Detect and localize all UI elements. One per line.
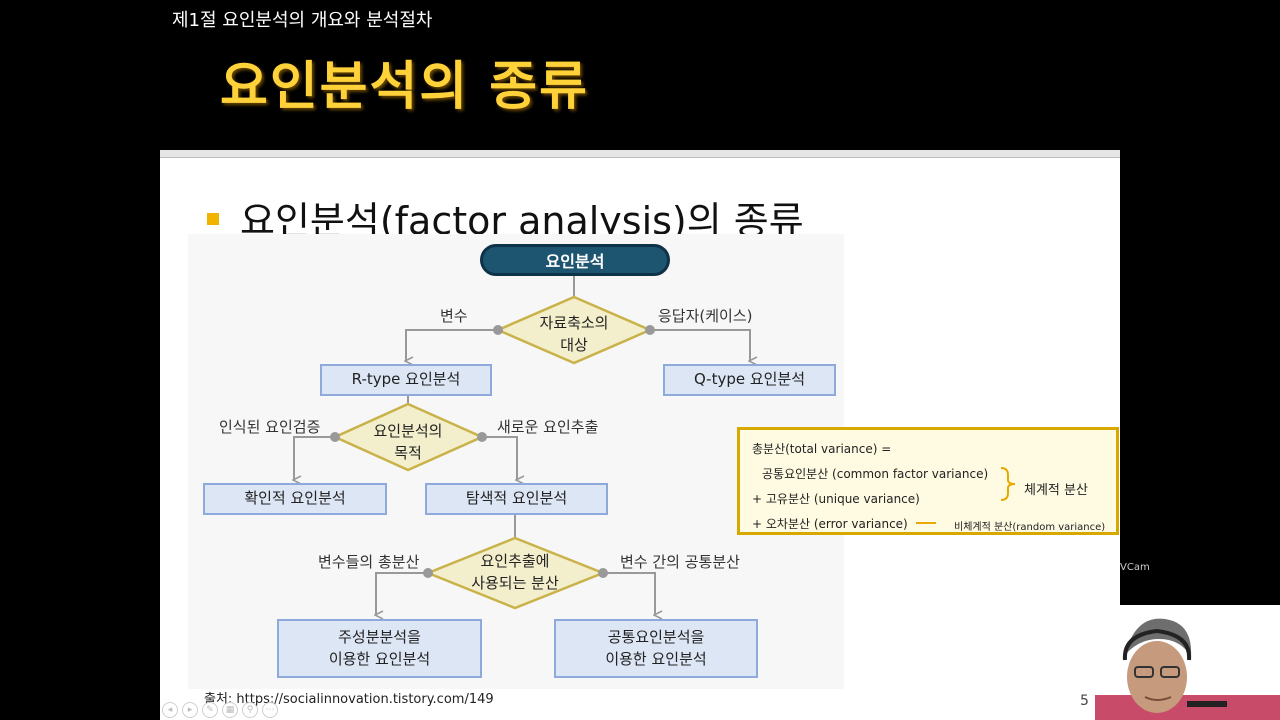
- edge-label-common-variance: 변수 간의 공통분산: [620, 553, 740, 571]
- common-factor-box: 공통요인분석을 이용한 요인분석: [554, 619, 758, 678]
- variance-line-common: 공통요인분산 (common factor variance): [762, 467, 989, 481]
- diamond1-label: 자료축소의 대상: [520, 313, 628, 357]
- random-dash: [916, 522, 936, 524]
- slide-toolbar: ◂ ▸ ✎ ▦ ⚲ ⋯: [162, 702, 278, 718]
- pca-box: 주성분분석을 이용한 요인분석: [277, 619, 482, 678]
- variance-line-total: 총분산(total variance) =: [752, 442, 892, 456]
- variance-box: 총분산(total variance) = 공통요인분산 (common fac…: [737, 427, 1119, 535]
- toolbar-next-icon[interactable]: ▸: [182, 702, 198, 718]
- r-type-box: R-type 요인분석: [320, 364, 492, 396]
- page-number: 5: [1080, 693, 1089, 709]
- diamond2-label: 요인분석의 목적: [354, 421, 462, 465]
- edge-label-new-factor: 새로운 요인추출: [497, 418, 599, 436]
- common-box-line2: 이용한 요인분석: [605, 649, 707, 668]
- pca-box-line2: 이용한 요인분석: [328, 649, 431, 668]
- diamond3-label: 요인추출에 사용되는 분산: [455, 551, 575, 595]
- diamond2-line2: 목적: [394, 443, 422, 462]
- brace-icon: [1000, 467, 1016, 501]
- bullet-marker: [207, 213, 219, 225]
- diamond3-line1: 요인추출에: [480, 552, 550, 570]
- random-variance-label: 비체계적 분산(random variance): [954, 522, 1106, 533]
- variance-line-error: + 오차분산 (error variance): [752, 517, 908, 531]
- diamond1-line1: 자료축소의: [539, 314, 609, 332]
- variance-line-unique: + 고유분산 (unique variance): [752, 492, 920, 506]
- header-subtitle: 제1절 요인분석의 개요와 분석절차: [172, 10, 433, 31]
- toolbar-prev-icon[interactable]: ◂: [162, 702, 178, 718]
- q-type-box: Q-type 요인분석: [663, 364, 836, 396]
- exploratory-box: 탐색적 요인분석: [425, 483, 608, 515]
- presenter-video: [1095, 605, 1280, 720]
- edge-label-recognized-factor: 인식된 요인검증: [219, 418, 321, 436]
- edge-label-respondents: 응답자(케이스): [658, 307, 753, 325]
- systematic-variance-label: 체계적 분산: [1024, 483, 1088, 498]
- pca-box-line1: 주성분분석을: [338, 627, 421, 646]
- toolbar-slides-icon[interactable]: ▦: [222, 702, 238, 718]
- header-title: 요인분석의 종류: [220, 57, 589, 117]
- edge-label-variables: 변수: [440, 307, 468, 325]
- source-citation: 출처: https://socialinnovation.tistory.com…: [204, 692, 494, 707]
- common-box-line1: 공통요인분석을: [607, 627, 705, 646]
- root-node: 요인분석: [480, 244, 670, 276]
- toolbar-zoom-icon[interactable]: ⚲: [242, 702, 258, 718]
- toolbar-pen-icon[interactable]: ✎: [202, 702, 218, 718]
- confirmatory-box: 확인적 요인분석: [203, 483, 387, 515]
- diamond3-line2: 사용되는 분산: [471, 573, 559, 592]
- edge-label-total-variance: 변수들의 총분산: [318, 553, 420, 571]
- toolbar-more-icon[interactable]: ⋯: [262, 702, 278, 718]
- slide-top-bar: [160, 150, 1120, 158]
- webcam-overlay: [1095, 605, 1280, 720]
- diamond2-line1: 요인분석의: [373, 422, 443, 440]
- webcam-label: VCam: [1120, 562, 1150, 573]
- diamond1-line2: 대상: [560, 335, 588, 354]
